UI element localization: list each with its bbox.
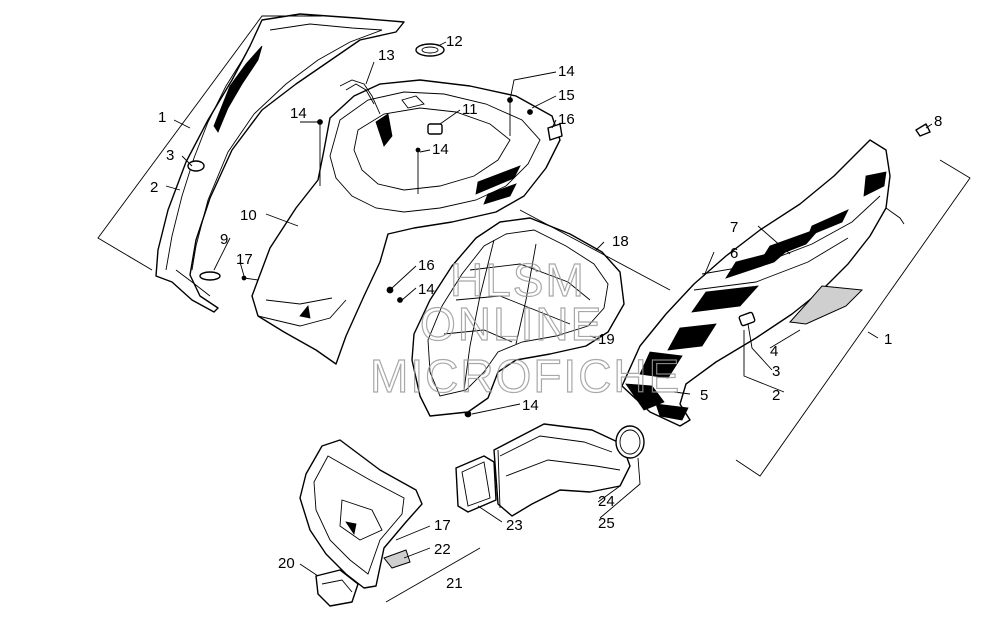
callout-24: 24 xyxy=(598,493,615,510)
callout-23: 23 xyxy=(506,517,523,534)
callout-16: 16 xyxy=(558,111,575,128)
callout-14: 14 xyxy=(558,63,575,80)
callout-12: 12 xyxy=(446,33,463,50)
intake-duct xyxy=(455,423,645,517)
watermark-line-2: ONLINE xyxy=(420,298,603,350)
callout-1: 1 xyxy=(158,109,166,126)
callout-9: 9 xyxy=(220,231,228,248)
grommet-12 xyxy=(415,43,445,57)
callout-14: 14 xyxy=(522,397,539,414)
left-side-panel xyxy=(155,13,405,313)
grommet-9 xyxy=(199,271,221,281)
callout-labels: 1 3 2 9 17 10 14 13 12 11 14 14 15 16 18… xyxy=(150,33,942,592)
callout-3: 3 xyxy=(772,363,780,380)
callout-8: 8 xyxy=(934,113,942,130)
callout-14: 14 xyxy=(290,105,307,122)
callout-7: 7 xyxy=(730,219,738,236)
group-frames xyxy=(97,15,971,603)
callout-22: 22 xyxy=(434,541,451,558)
watermark-line-1: HLSM xyxy=(450,254,586,306)
callout-20: 20 xyxy=(278,555,295,572)
callout-25: 25 xyxy=(598,515,615,532)
callout-17: 17 xyxy=(236,251,253,268)
callout-2: 2 xyxy=(150,179,158,196)
lower-nose-pan xyxy=(299,439,423,607)
leader-lines xyxy=(165,41,933,577)
callout-11: 11 xyxy=(462,101,478,118)
callout-15: 15 xyxy=(558,87,575,104)
callout-5: 5 xyxy=(700,387,708,404)
callout-2: 2 xyxy=(772,387,780,404)
callout-1: 1 xyxy=(884,331,892,348)
wiring-13 xyxy=(339,79,381,115)
callout-19: 19 xyxy=(598,331,615,348)
callout-21: 21 xyxy=(446,575,463,592)
watermark: HLSM ONLINE MICROFICHE xyxy=(369,253,681,402)
callout-16: 16 xyxy=(418,257,435,274)
screws xyxy=(241,97,563,418)
callout-3: 3 xyxy=(166,147,174,164)
callout-14: 14 xyxy=(432,141,449,158)
front-hood xyxy=(251,79,561,365)
callout-13: 13 xyxy=(378,47,395,64)
callout-18: 18 xyxy=(612,233,629,250)
front-tray xyxy=(411,217,625,417)
callout-14: 14 xyxy=(418,281,435,298)
callout-4: 4 xyxy=(770,343,778,360)
right-side-panel xyxy=(621,123,931,427)
callout-17: 17 xyxy=(434,517,451,534)
watermark-line-3: MICROFICHE xyxy=(370,350,681,402)
callout-10: 10 xyxy=(240,207,257,224)
callout-6: 6 xyxy=(730,245,738,262)
grommet-3 xyxy=(187,160,205,172)
